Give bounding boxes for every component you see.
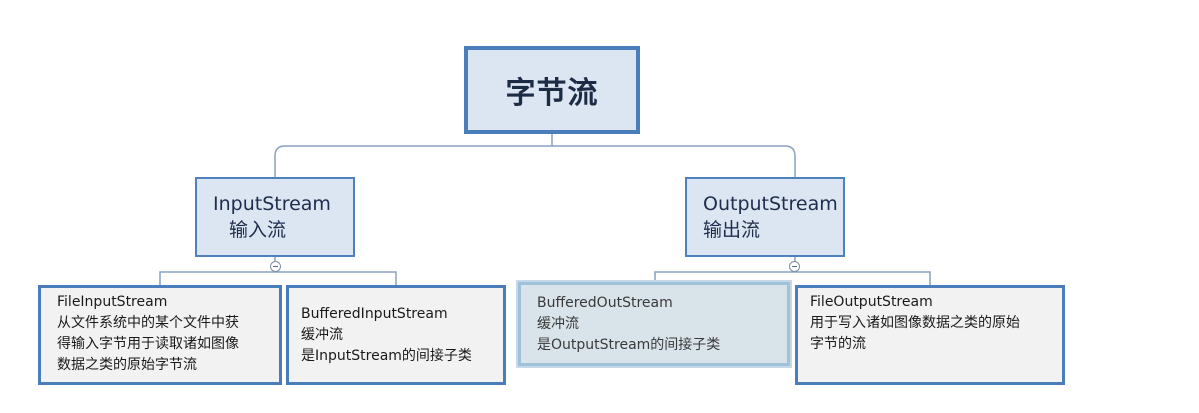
output-stream-node[interactable]: OutputStream 输出流 bbox=[685, 177, 845, 257]
root-node[interactable]: 字节流 bbox=[464, 46, 640, 134]
buffered-out-stream-node[interactable]: BufferedOutStream 缓冲流 是OutputStream的间接子类 bbox=[518, 282, 790, 366]
connector-root-output bbox=[552, 145, 796, 177]
input-stream-node[interactable]: InputStream 输入流 bbox=[195, 177, 355, 257]
output-stream-subtitle: 输出流 bbox=[703, 219, 761, 241]
leaf-text-line: 用于写入诸如图像数据之类的原始 bbox=[810, 315, 1020, 331]
leaf-text-line: 是OutputStream的间接子类 bbox=[537, 337, 721, 353]
leaf-text-line: 缓冲流 bbox=[301, 327, 343, 343]
leaf-text-line: FileInputStream bbox=[57, 294, 168, 310]
root-label: 字节流 bbox=[505, 76, 599, 111]
connector-root-input bbox=[274, 134, 553, 177]
leaf-text-line: 字节的流 bbox=[810, 336, 866, 352]
leaf-text-line: 数据之类的原始字节流 bbox=[57, 357, 197, 373]
leaf-text-line: BufferedOutStream bbox=[537, 295, 673, 311]
leaf-text-line: BufferedInputStream bbox=[301, 306, 448, 322]
leaf-text-line: FileOutputStream bbox=[810, 294, 933, 310]
input-stream-subtitle: 输入流 bbox=[229, 219, 287, 241]
leaf-text-line: 得输入字节用于读取诸如图像 bbox=[57, 336, 239, 352]
input-stream-title: InputStream bbox=[213, 193, 331, 215]
collapse-minus-icon[interactable] bbox=[789, 261, 800, 272]
leaf-text-line: 是InputStream的间接子类 bbox=[301, 348, 472, 364]
leaf-text-line: 从文件系统中的某个文件中获 bbox=[57, 315, 239, 331]
file-input-stream-node[interactable]: FileInputStream 从文件系统中的某个文件中获 得输入字节用于读取诸… bbox=[38, 285, 282, 385]
buffered-input-stream-node[interactable]: BufferedInputStream 缓冲流 是InputStream的间接子… bbox=[286, 285, 506, 385]
leaf-text-line: 缓冲流 bbox=[537, 316, 579, 332]
collapse-minus-icon[interactable] bbox=[270, 261, 281, 272]
output-stream-title: OutputStream bbox=[703, 193, 838, 215]
file-output-stream-node[interactable]: FileOutputStream 用于写入诸如图像数据之类的原始 字节的流 bbox=[795, 285, 1065, 385]
